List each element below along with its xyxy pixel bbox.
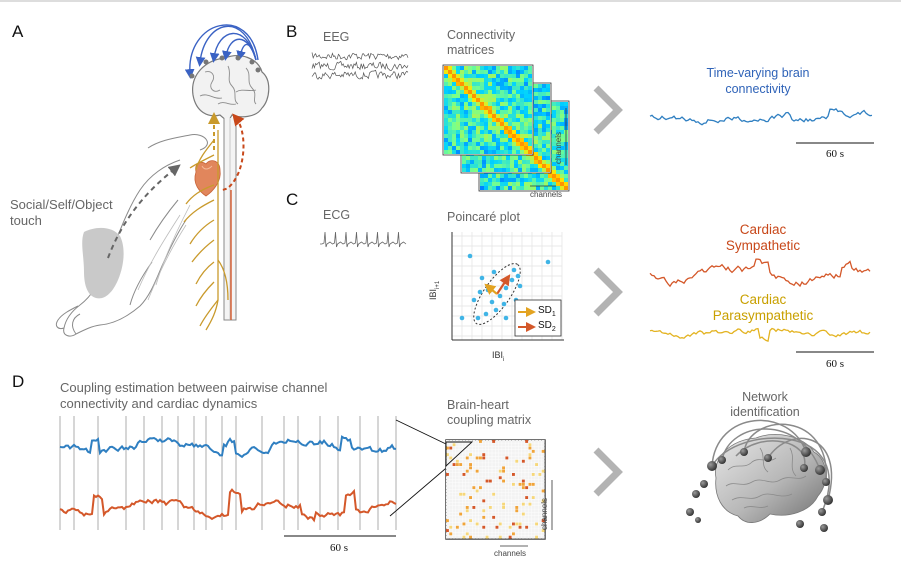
time-varying-brain-connectivity-trace: [649, 107, 873, 126]
scale-label-c: 60 s: [826, 358, 845, 370]
touch-signal-arrow: [107, 164, 181, 259]
cardiac-sympathetic-trace: [649, 258, 871, 288]
chevron-right-icon: [593, 85, 623, 135]
efferent-arrow: [219, 113, 245, 191]
sympathetic-label-line2: Sympathetic: [725, 238, 801, 253]
panel-c-letter: C: [286, 190, 299, 209]
sd2-vector: [496, 274, 511, 295]
chevron-right-icon: [593, 267, 623, 317]
panel-d-letter: D: [12, 372, 25, 391]
connectivity-matrices: [442, 64, 570, 192]
ecg-label: ECG: [323, 208, 351, 222]
cardiac-parasympathetic-trace: [649, 327, 871, 342]
eeg-traces: [311, 52, 409, 80]
legend-sd2-text: SD: [538, 320, 552, 331]
coupling-axis-x-label: channels: [494, 549, 527, 558]
poincare-legend: [514, 299, 562, 337]
parasympathetic-label-line2: Parasympathetic: [712, 308, 814, 323]
legend-sd1-text: SD: [538, 305, 552, 316]
matrix-axis-y-label: channels: [554, 131, 563, 164]
brain-connectivity-arcs: [184, 24, 259, 79]
coupling-title-line1: Coupling estimation between pairwise cha…: [60, 380, 328, 395]
connectivity-matrices-label-line2: matrices: [447, 43, 495, 57]
coupling-title-line2: connectivity and cardiac dynamics: [60, 396, 258, 411]
x-axis-label-text: IBI: [492, 350, 504, 360]
ecg-trace: [320, 231, 407, 248]
brain-connectivity-label-line1: Time-varying brain: [706, 66, 810, 80]
panel-b-letter: B: [286, 22, 298, 41]
sympathetic-label-line1: Cardiac: [739, 222, 787, 237]
network-label-line1: Network: [742, 390, 788, 404]
poincare-x-label: IBIi: [492, 350, 504, 364]
touch-label-line2: touch: [10, 213, 42, 228]
panel-a-illustration: [55, 24, 270, 337]
legend-sd2-label: SD2: [538, 320, 556, 334]
y-axis-label-text: IBI: [428, 288, 438, 300]
parasympathetic-label-line1: Cardiac: [739, 292, 787, 307]
matrix-axis-x-label: channels: [530, 190, 563, 199]
network-nodes: [686, 447, 833, 532]
hand-icon: [55, 134, 208, 337]
legend-sd2-sub: 2: [551, 326, 556, 333]
panel-a-letter: A: [12, 22, 24, 41]
scale-label-d: 60 s: [330, 542, 349, 554]
legend-sd1-sub: 1: [551, 311, 556, 318]
touch-label-line1: Social/Self/Object: [10, 197, 113, 212]
brain-icon: [192, 55, 270, 321]
pairwise-connectivity-trace: [59, 435, 397, 459]
coupling-matrix-title-line2: coupling matrix: [447, 413, 532, 427]
brain-heart-coupling-matrix: [445, 439, 546, 540]
heart-icon: [194, 160, 221, 197]
y-axis-label-sub: i+1: [434, 280, 441, 289]
eeg-label: EEG: [323, 30, 350, 44]
cardiac-dynamics-trace: [59, 488, 397, 523]
poincare-y-label: IBIi+1: [428, 281, 442, 300]
zoom-line-top: [395, 419, 447, 445]
scale-label-b: 60 s: [826, 148, 845, 160]
coupling-matrix-title-line1: Brain-heart: [447, 398, 509, 412]
coupling-axis-y-label: channels: [540, 497, 549, 530]
poincare-plot: [451, 232, 564, 341]
x-axis-label-sub: i: [503, 356, 505, 363]
chevron-right-icon: [593, 447, 623, 497]
matrix-zoom-triangle: [445, 441, 474, 468]
legend-sd1-label: SD1: [538, 305, 556, 319]
poincare-title: Poincaré plot: [447, 210, 520, 224]
electrode-dots: [189, 55, 261, 79]
network-label-line2: identification: [730, 405, 800, 419]
arm-nerves: [137, 204, 191, 301]
autonomic-nerves: [183, 130, 229, 331]
connectivity-matrices-label-line1: Connectivity: [447, 28, 516, 42]
brain-connectivity-label-line2: connectivity: [725, 82, 791, 96]
network-brain-icon: [715, 434, 827, 523]
sd1-vector: [484, 283, 498, 295]
